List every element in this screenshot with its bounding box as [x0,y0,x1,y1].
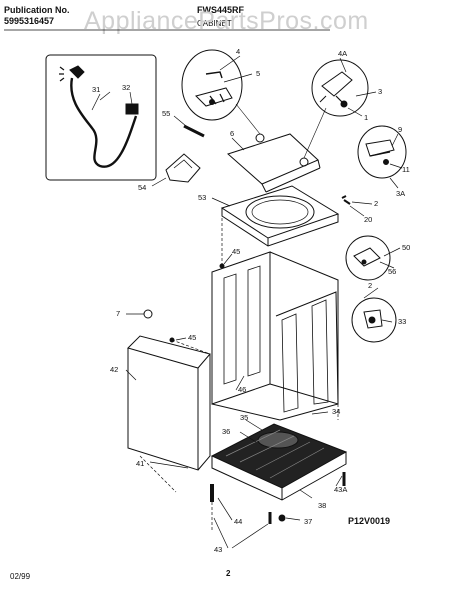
callout-9: 9 [398,125,402,134]
spring-part [183,124,205,138]
callout-45-mid: 45 [188,333,196,342]
alignment-lines [139,216,339,530]
bracket-33-inset [351,297,397,343]
callout-6: 6 [230,129,234,138]
callout-44: 44 [234,517,242,526]
page-number: 2 [226,569,231,578]
callout-7: 7 [116,309,120,318]
callout-37: 37 [304,517,312,526]
section-title: CABINET [197,19,232,28]
control-clip-inset [345,235,391,281]
model-number: FWS445RF [197,5,245,15]
publication-number: 5995316457 [4,16,55,26]
callout-54: 54 [138,183,146,192]
callout-33: 33 [398,317,406,326]
callout-41: 41 [136,459,144,468]
publication-label: Publication No. [4,5,70,15]
callout-11: 11 [402,165,410,174]
callout-3A: 3A [396,189,405,198]
callout-43: 43 [214,545,222,554]
callout-2-mid: 2 [368,281,372,290]
callout-31: 31 [92,85,100,94]
cabinet-top [220,185,340,247]
callout-53: 53 [198,193,206,202]
callout-4A: 4A [338,49,347,58]
callout-35: 35 [240,413,248,422]
front-panel [127,335,211,471]
callout-5: 5 [256,69,260,78]
callout-43A: 43A [334,485,347,494]
cabinet-body [211,251,339,421]
watermark-text: AppliancePartsPros.com [84,7,369,35]
callout-32: 32 [122,83,130,92]
callout-50: 50 [402,243,410,252]
callout-20: 20 [364,215,372,224]
power-cord-inset [45,54,157,181]
drawing-code: P12V0019 [348,516,391,526]
callout-4: 4 [236,47,240,56]
callout-38: 38 [318,501,326,510]
callout-2-top: 2 [374,199,378,208]
callout-55: 55 [162,109,170,118]
screw-20 [341,195,351,205]
callout-45-top: 45 [232,247,240,256]
callout-46: 46 [238,385,246,394]
leveling-legs [210,472,346,524]
plug-7 [143,309,153,319]
callout-1: 1 [364,113,368,122]
part-callouts: 31 32 4 5 4A 3 1 55 6 9 11 3A 54 53 2 20… [92,47,410,554]
callout-3: 3 [378,87,382,96]
callout-36: 36 [222,427,230,436]
callout-42: 42 [110,365,118,374]
leader-lines [91,55,403,549]
lid-switch-inset [311,59,369,117]
callout-56: 56 [388,267,396,276]
base-assembly [210,423,348,501]
footer-date: 02/99 [10,572,31,581]
dispenser-part [165,153,201,183]
console-clip-inset [357,125,407,179]
lid-hinge-inset [181,49,243,121]
callout-34: 34 [332,407,340,416]
lid-panel [227,103,327,193]
